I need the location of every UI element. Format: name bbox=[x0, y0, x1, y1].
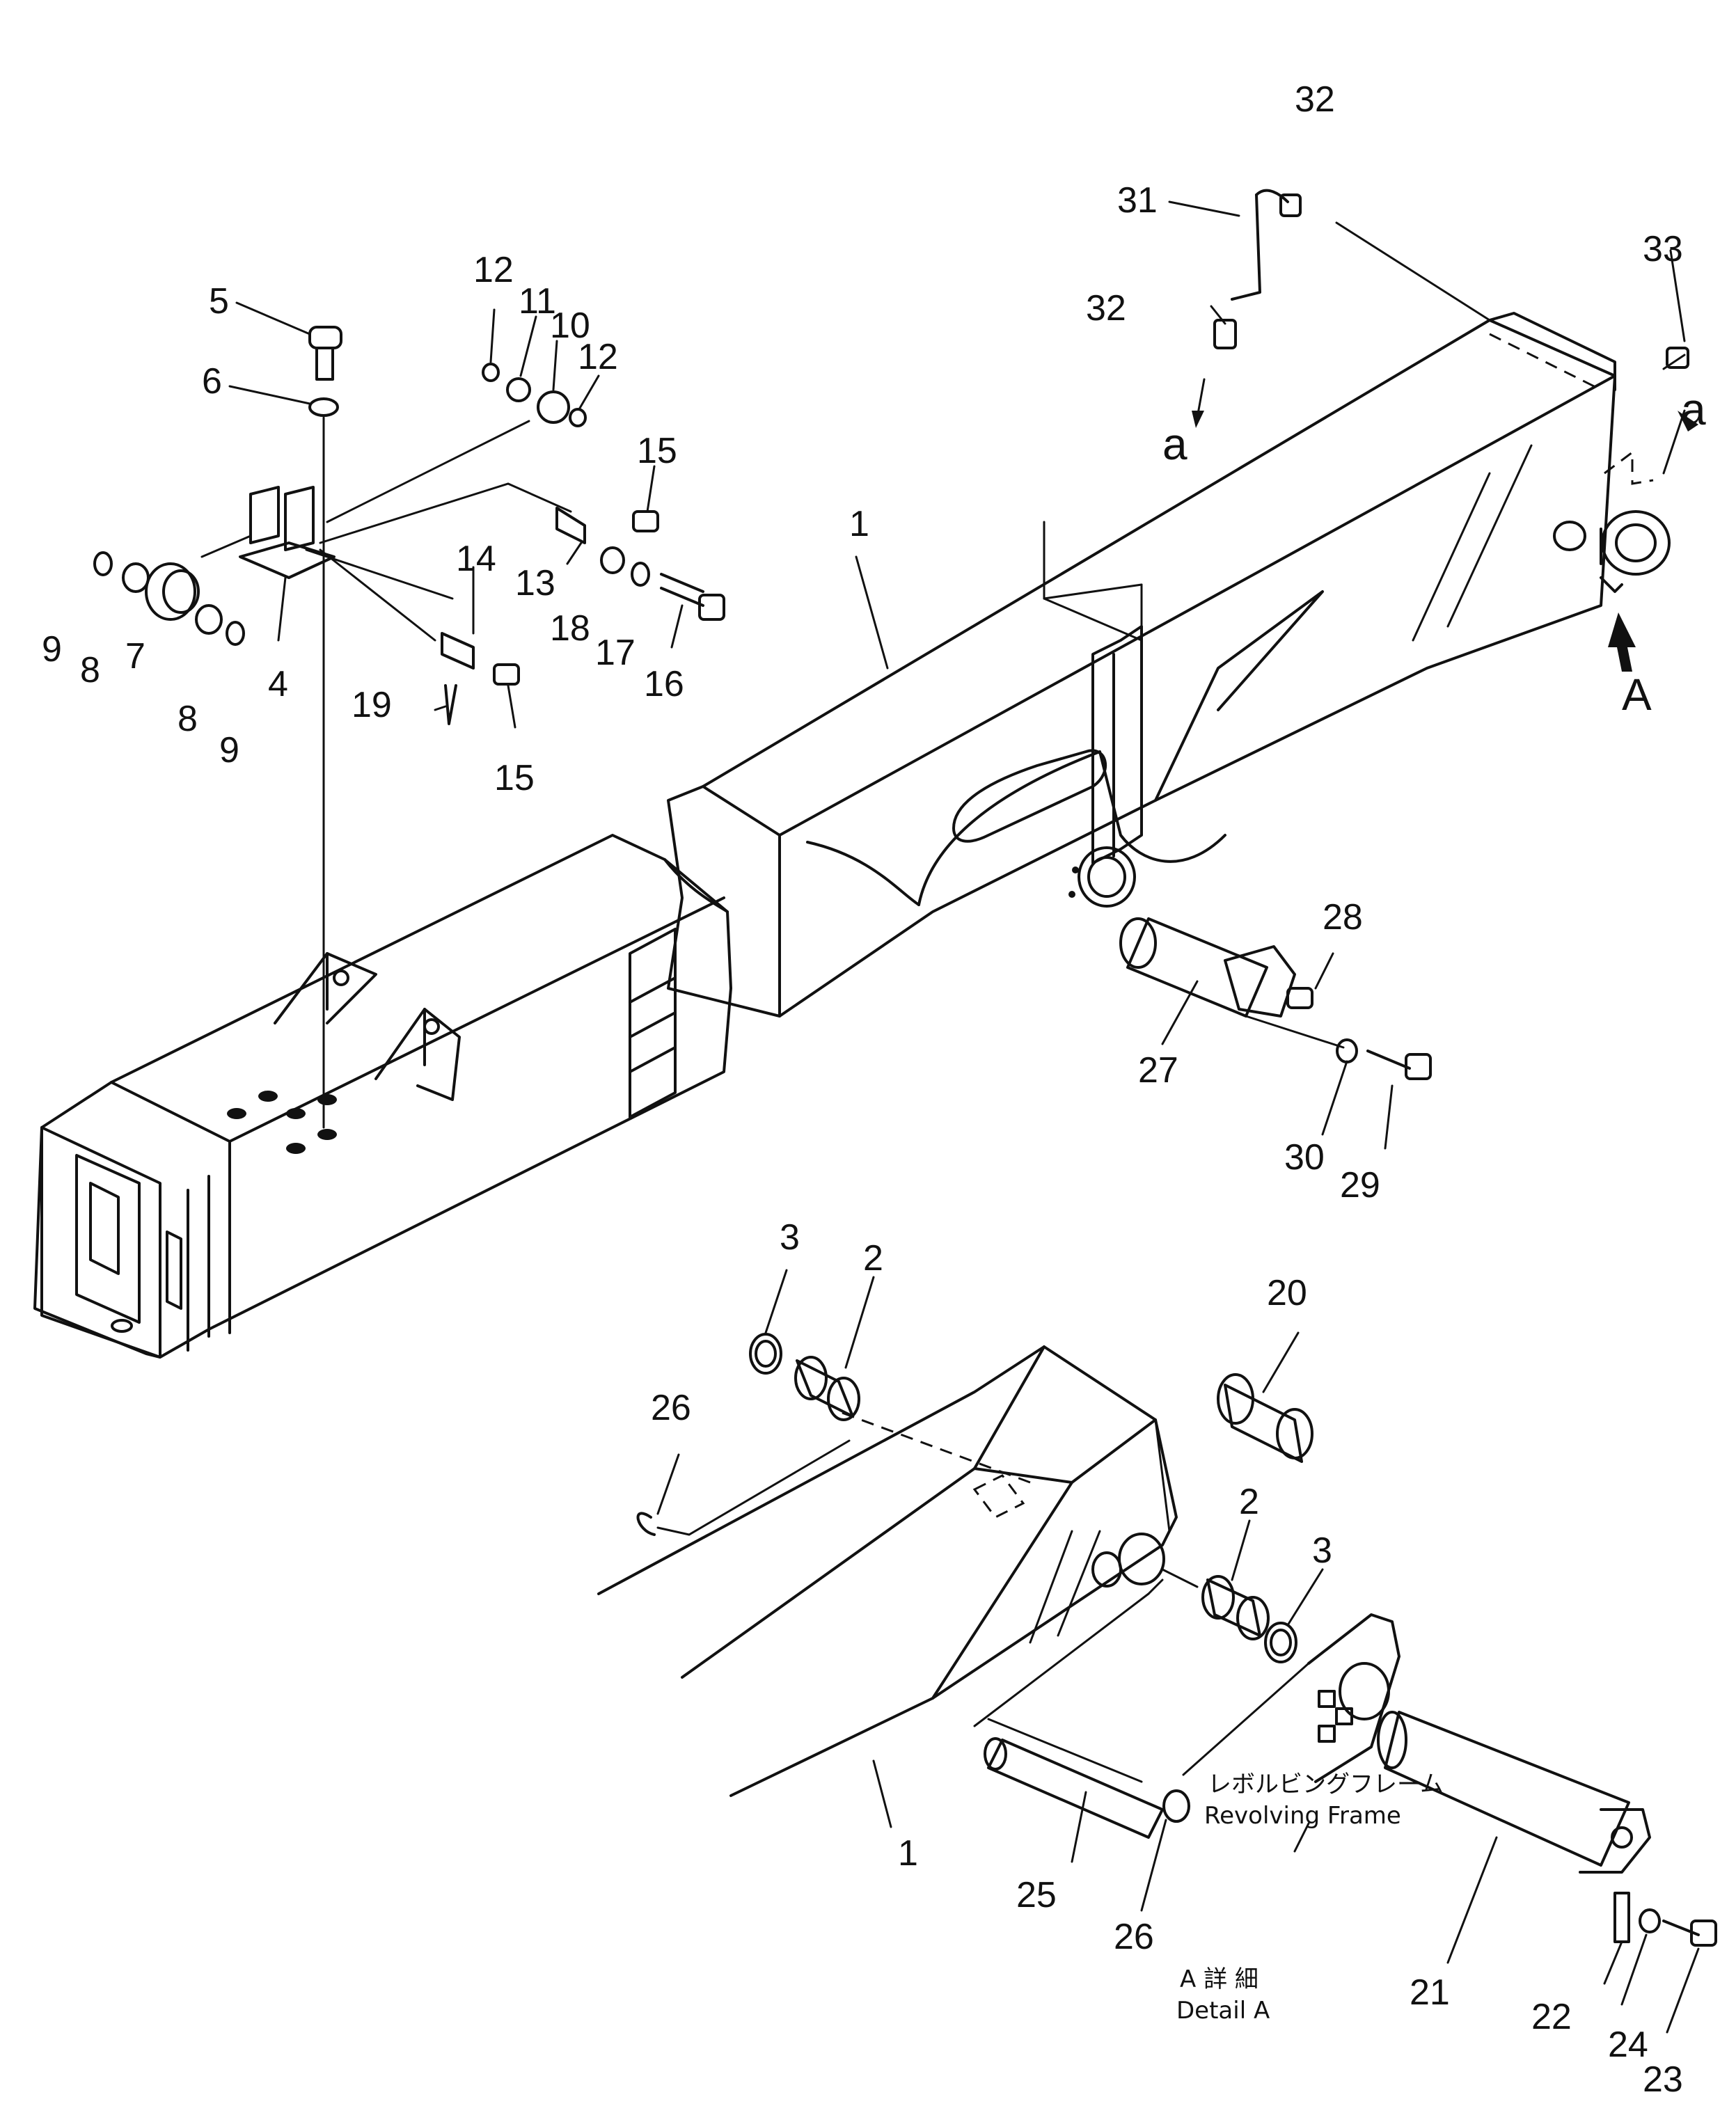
reference-a-right: a bbox=[1681, 384, 1706, 434]
callout-8-a: 8 bbox=[80, 650, 100, 690]
detail-a-view bbox=[597, 1269, 1717, 2034]
callout-6: 6 bbox=[202, 361, 222, 402]
callout-9-b: 9 bbox=[219, 730, 239, 770]
callout-15-b: 15 bbox=[494, 758, 535, 798]
revolving-frame-label-jp: レボルビングフレーム bbox=[1208, 1771, 1444, 1798]
callout-28: 28 bbox=[1323, 897, 1363, 937]
callout-26-b: 26 bbox=[1114, 1917, 1154, 1957]
callout-18: 18 bbox=[550, 608, 590, 649]
bracket-assembly bbox=[93, 326, 725, 1129]
callout-27: 27 bbox=[1138, 1050, 1178, 1091]
callout-19: 19 bbox=[352, 685, 392, 725]
callout-5: 5 bbox=[209, 281, 229, 322]
callout-labels: 1 1 2 2 3 3 4 5 6 7 8 8 9 9 10 11 12 12 … bbox=[42, 79, 1706, 2100]
callout-23: 23 bbox=[1643, 2059, 1683, 2100]
callout-2-a: 2 bbox=[863, 1238, 883, 1279]
callout-17: 17 bbox=[595, 633, 636, 673]
callout-21: 21 bbox=[1410, 1972, 1450, 2013]
callout-32-a: 32 bbox=[1295, 79, 1335, 120]
callout-1-upper: 1 bbox=[849, 504, 869, 544]
view-arrow-a-label: A bbox=[1622, 670, 1652, 720]
callout-31: 31 bbox=[1117, 180, 1158, 221]
callout-30: 30 bbox=[1284, 1137, 1325, 1178]
callout-7: 7 bbox=[125, 636, 145, 676]
callout-8-b: 8 bbox=[177, 699, 198, 739]
callout-16: 16 bbox=[644, 664, 684, 704]
callout-12-b: 12 bbox=[578, 337, 618, 377]
detail-a-label-en: Detail A bbox=[1176, 1997, 1270, 2025]
revolving-frame-label-en: Revolving Frame bbox=[1204, 1802, 1401, 1830]
callout-3-b: 3 bbox=[1312, 1530, 1332, 1571]
reference-a-left: a bbox=[1162, 419, 1187, 469]
callout-20: 20 bbox=[1267, 1273, 1307, 1313]
pin-27-assembly bbox=[1119, 917, 1432, 1150]
notes: レボルビングフレーム Revolving Frame A 詳 細 Detail … bbox=[1176, 1771, 1444, 2025]
callout-2-b: 2 bbox=[1239, 1482, 1259, 1522]
callout-4: 4 bbox=[268, 664, 288, 704]
callout-3-a: 3 bbox=[780, 1217, 800, 1258]
callout-12-a: 12 bbox=[473, 250, 514, 290]
callout-14: 14 bbox=[456, 539, 496, 579]
leader-lines-bracket bbox=[228, 301, 684, 729]
callout-10: 10 bbox=[550, 306, 590, 346]
callout-1-lower: 1 bbox=[898, 1833, 918, 1874]
callout-26-a: 26 bbox=[651, 1388, 691, 1428]
detail-a-label-jp: A 詳 細 bbox=[1180, 1965, 1258, 1993]
callout-11: 11 bbox=[519, 281, 556, 322]
callout-13: 13 bbox=[515, 563, 555, 603]
callout-25: 25 bbox=[1016, 1875, 1057, 1915]
callout-9-a: 9 bbox=[42, 629, 62, 670]
callout-33: 33 bbox=[1643, 229, 1683, 269]
leader-lines-upper bbox=[855, 189, 1698, 672]
callout-24: 24 bbox=[1608, 2025, 1648, 2065]
callout-32-b: 32 bbox=[1086, 288, 1126, 329]
boom-front-section bbox=[667, 312, 1671, 1018]
callout-22: 22 bbox=[1531, 1997, 1572, 2037]
callout-29: 29 bbox=[1340, 1165, 1380, 1205]
boom-rear-section bbox=[33, 834, 732, 1359]
callout-15-a: 15 bbox=[637, 431, 677, 471]
